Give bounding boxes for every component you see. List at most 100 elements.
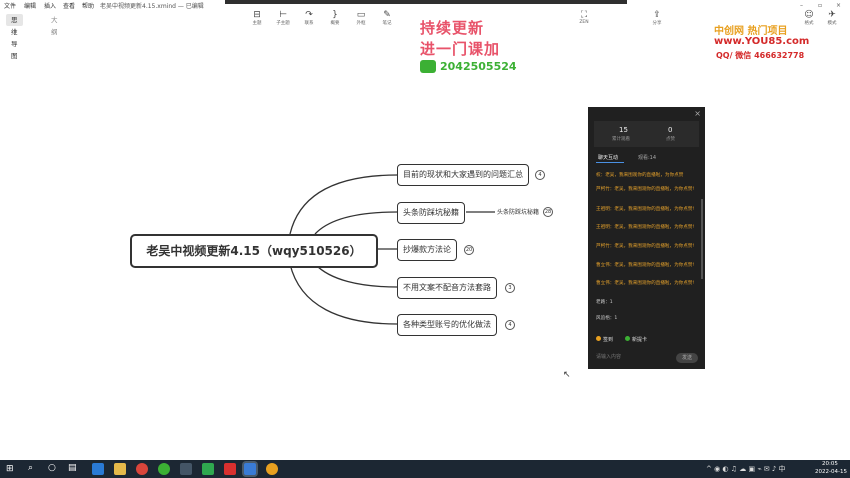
clock-time[interactable]: 20:05 <box>822 461 838 467</box>
summary-icon: } <box>332 10 338 20</box>
notes-icon: ✎ <box>383 10 391 20</box>
chrome-icon[interactable] <box>136 463 148 475</box>
app-icon[interactable] <box>266 463 278 475</box>
notes-label: 笔记 <box>382 21 392 26</box>
boundary-label: 外框 <box>356 21 366 26</box>
scrollbar[interactable] <box>701 199 703 279</box>
xmind-icon[interactable] <box>224 463 236 475</box>
format-button[interactable]: ☺格式 <box>796 10 822 26</box>
relationship-label: 联系 <box>304 21 314 26</box>
branch-current-issues[interactable]: 目前的现状和大家遇到的问题汇总 <box>397 164 529 186</box>
root-topic[interactable]: 老吴中视频更新4.15（wqy510526） <box>130 234 378 268</box>
menu-help[interactable]: 帮助 <box>82 3 95 10</box>
document-title: 老吴中视频更新4.15.xmind — 已编辑 <box>100 3 204 10</box>
boundary-icon: ▭ <box>356 10 366 20</box>
close-icon[interactable]: × <box>836 2 842 9</box>
topic-icon: ⊟ <box>253 10 261 20</box>
branch-toutiao-tips[interactable]: 头条防踩坑秘籍 <box>397 202 465 224</box>
new-card-button[interactable]: 新提卡 <box>632 337 648 343</box>
boundary-button[interactable]: ▭外框 <box>348 10 374 26</box>
zen-button[interactable]: ⛶ZEN <box>571 10 597 25</box>
watermark-site: www.YOU85.com <box>714 36 810 47</box>
subtopic-label: 子主题 <box>276 21 290 26</box>
card-icon <box>625 336 630 341</box>
menu-file[interactable]: 文件 <box>4 3 17 10</box>
branch-account-optimization[interactable]: 各种类型账号的优化做法 <box>397 314 497 336</box>
cortana-icon[interactable]: ○ <box>48 463 56 473</box>
smiley-icon: ☺ <box>804 10 814 20</box>
chat-message: 王祖明：老吴，我来围观你的直播啦，为你点赞! <box>596 207 695 212</box>
branch-no-script-method[interactable]: 不用文案不配音方法套路 <box>397 277 497 299</box>
checkin-button[interactable]: 签到 <box>603 337 614 343</box>
share-icon: ⇪ <box>653 10 661 20</box>
menu-bar: 文件 编辑 插入 查看 帮助 老吴中视频更新4.15.xmind — 已编辑 <box>0 0 850 10</box>
collapse-count-badge[interactable]: 20 <box>464 245 474 255</box>
watermark-qq: QQ/ 微信 466632778 <box>716 51 805 60</box>
app-icon[interactable] <box>244 463 256 475</box>
menu-insert[interactable]: 插入 <box>44 3 57 10</box>
checkin-icon <box>596 336 601 341</box>
like-count-label: 点赞 <box>666 137 675 142</box>
app-icon[interactable] <box>158 463 170 475</box>
chat-input[interactable]: 请输入内容 <box>596 354 622 360</box>
mode-button[interactable]: ✈模式 <box>819 10 845 26</box>
edge-icon[interactable] <box>92 463 104 475</box>
chat-message: 芦柯竹：老吴，我来围观你的直播啦，为你点赞! <box>596 244 695 249</box>
toolbar-strip <box>225 0 627 4</box>
tab-chat[interactable]: 聊天互动 <box>598 155 619 161</box>
live-chat-panel: × 15 累计观看 0 点赞 聊天互动 观看:14 权：老吴，我来围观你的直播啦… <box>588 107 705 369</box>
taskbar: ⊞ ⌕ ○ ▤ ^ ◉ ◐ ♫ ☁ ▣ ⌁ ✉ ♪ 中 20:05 2022-0… <box>0 460 850 478</box>
chat-message: 王祖明：老吴，我来围观你的直播啦，为你点赞! <box>596 225 695 230</box>
view-count: 15 <box>619 126 628 134</box>
clock-date[interactable]: 2022-04-15 <box>815 469 847 475</box>
windows-start-icon[interactable]: ⊞ <box>6 464 14 474</box>
search-icon[interactable]: ⌕ <box>28 463 34 473</box>
subtopic-button[interactable]: ⊢子主题 <box>270 10 296 26</box>
watermark-brand: 中创网 热门项目 <box>714 26 788 37</box>
format-label: 格式 <box>804 21 814 26</box>
zen-label: ZEN <box>579 20 589 25</box>
subtopic-toutiao-tips[interactable]: 头条防踩坑秘籍 <box>497 209 540 216</box>
file-explorer-icon[interactable] <box>114 463 126 475</box>
chat-message: 老路：1 <box>596 300 613 305</box>
media-icon[interactable] <box>180 463 192 475</box>
topic-button[interactable]: ⊟主题 <box>244 10 270 26</box>
pin-icon: ✈ <box>828 10 836 20</box>
summary-button[interactable]: }概要 <box>322 10 348 26</box>
tab-outline[interactable]: 大纲 <box>51 16 58 36</box>
like-count: 0 <box>668 126 673 134</box>
tab-viewers[interactable]: 观看:14 <box>638 155 657 161</box>
send-button[interactable]: 发送 <box>676 353 698 363</box>
relationship-button[interactable]: ↷联系 <box>296 10 322 26</box>
topic-label: 主题 <box>252 21 262 26</box>
branch-copy-hits-method[interactable]: 抄爆款方法论 <box>397 239 457 261</box>
system-tray[interactable]: ^ ◉ ◐ ♫ ☁ ▣ ⌁ ✉ ♪ 中 <box>706 465 786 473</box>
close-icon[interactable]: × <box>694 109 701 118</box>
chat-message: 风追梧：1 <box>596 316 618 321</box>
collapse-count-badge[interactable]: 4 <box>505 320 515 330</box>
mouse-cursor-icon: ↖ <box>563 370 571 380</box>
app-icon[interactable] <box>202 463 214 475</box>
menu-view[interactable]: 查看 <box>63 3 76 10</box>
minimize-icon[interactable]: – <box>800 2 803 9</box>
subtopic-icon: ⊢ <box>279 10 287 20</box>
task-view-icon[interactable]: ▤ <box>68 463 77 473</box>
collapse-count-badge[interactable]: 28 <box>543 207 553 217</box>
watermark-line2: 进一门课加 <box>420 40 501 58</box>
share-label: 分享 <box>652 21 662 26</box>
mode-label: 模式 <box>827 21 837 26</box>
tab-mindmap[interactable]: 思维导图 <box>6 14 23 60</box>
menu-edit[interactable]: 编辑 <box>24 3 37 10</box>
chat-message: 权：老吴，我来围观你的直播啦，为你点赞 <box>596 173 684 178</box>
maximize-icon[interactable]: ▫ <box>818 2 823 9</box>
relationship-icon: ↷ <box>305 10 313 20</box>
chat-message: 曹立伟：老吴，我来围观你的直播啦，为你点赞! <box>596 281 695 286</box>
stats-box <box>594 121 699 147</box>
collapse-count-badge[interactable]: 3 <box>505 283 515 293</box>
watermark-line1: 持续更新 <box>420 19 485 37</box>
collapse-count-badge[interactable]: 4 <box>535 170 545 180</box>
chat-message: 芦柯竹：老吴，我来围观你的直播啦，为你点赞! <box>596 187 695 192</box>
share-button[interactable]: ⇪分享 <box>644 10 670 26</box>
notes-button[interactable]: ✎笔记 <box>374 10 400 26</box>
